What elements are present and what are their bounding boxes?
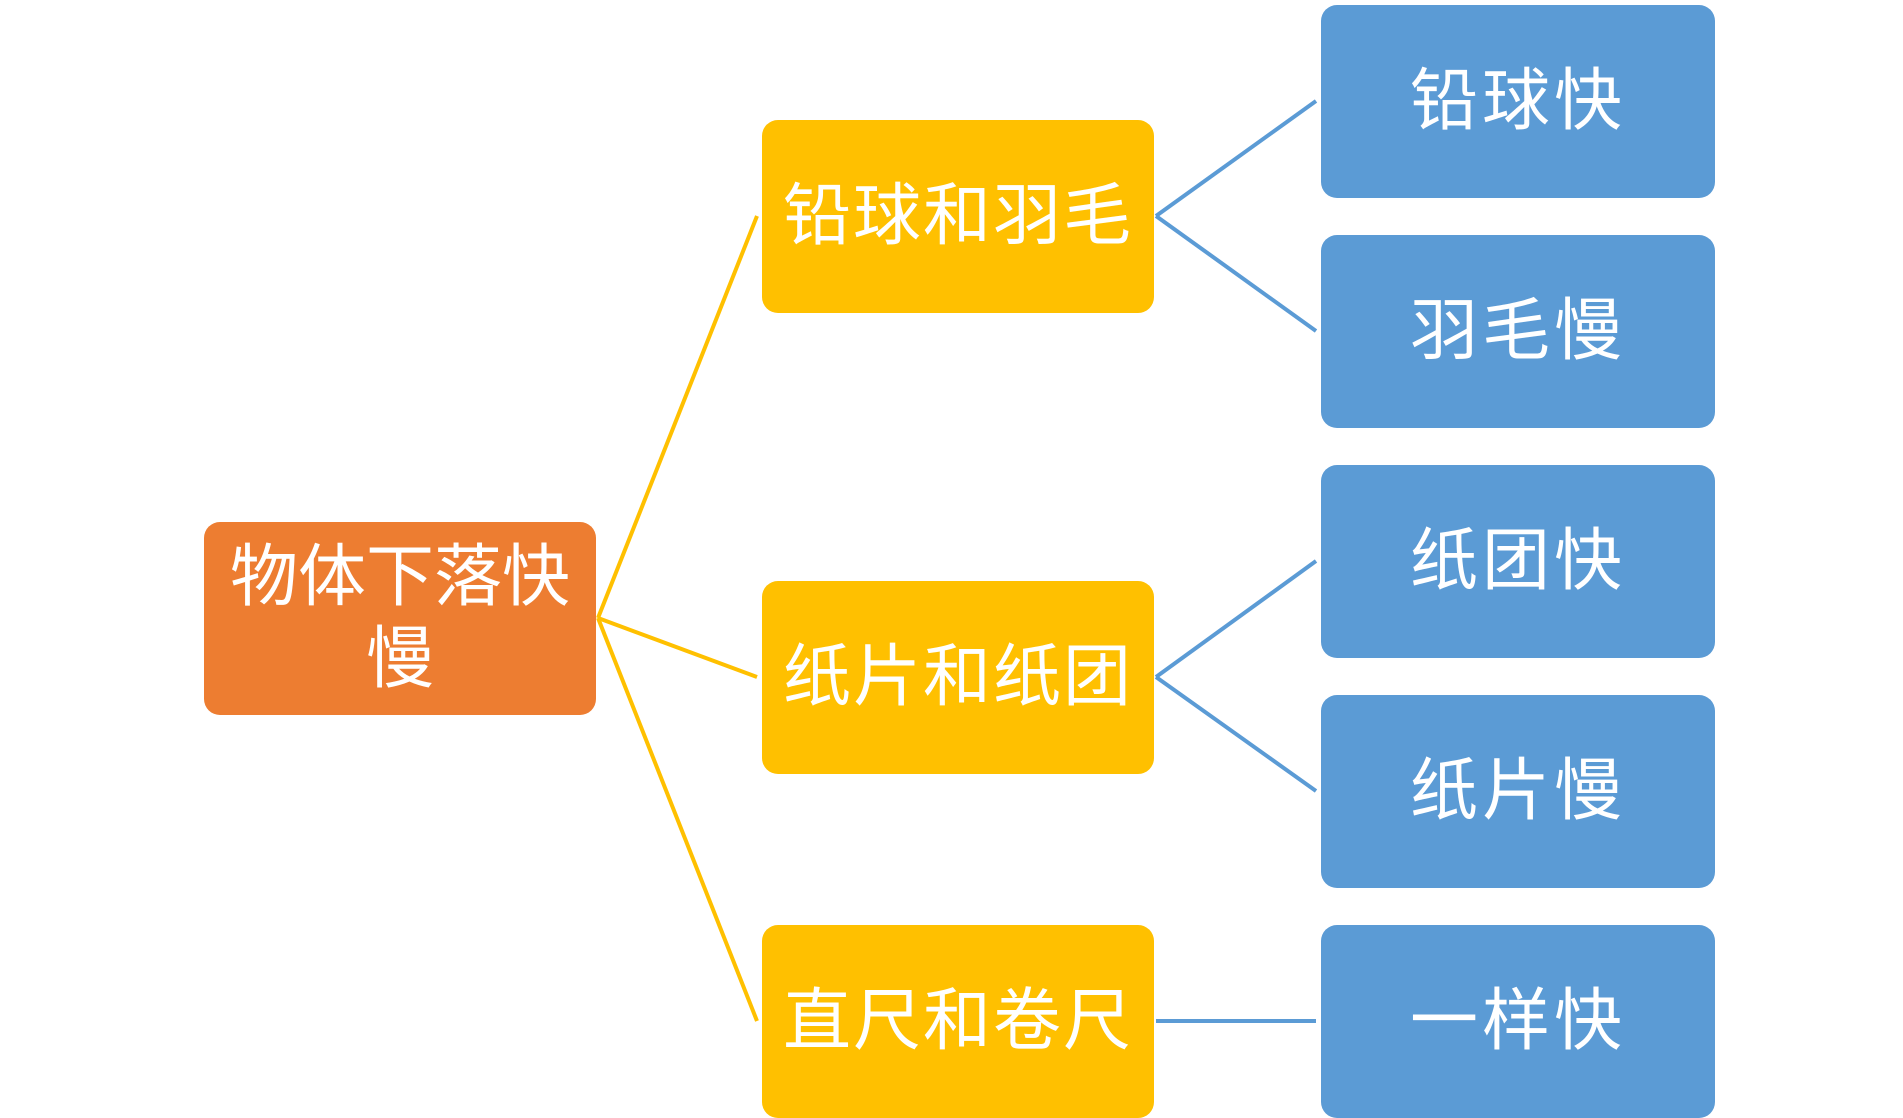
result-node-equally-fast: 一样快 (1321, 925, 1715, 1118)
branch-node-label: 直尺和卷尺 (782, 981, 1133, 1061)
branch-node-paper-sheet-ball: 纸片和纸团 (762, 581, 1154, 774)
connector-branch-2-to-leaf-3 (1154, 559, 1318, 679)
connector-root-to-branch-3 (596, 617, 759, 1022)
connector-branch-2-to-leaf-4 (1154, 675, 1318, 793)
result-node-feather-slow: 羽毛慢 (1321, 235, 1715, 428)
connector-root-to-branch-1 (596, 215, 759, 619)
result-node-label: 纸团快 (1409, 521, 1626, 601)
result-node-lead-ball-fast: 铅球快 (1321, 5, 1715, 198)
result-node-label: 一样快 (1409, 981, 1626, 1061)
connector-branch-1-to-leaf-1 (1154, 99, 1318, 218)
result-node-label: 羽毛慢 (1409, 291, 1626, 371)
result-node-paper-sheet-slow: 纸片慢 (1321, 695, 1715, 888)
root-node-label: 物体下落快慢 (229, 537, 570, 699)
root-node: 物体下落快慢 (204, 522, 596, 715)
result-node-label: 铅球快 (1409, 61, 1626, 141)
connector-branch-1-to-leaf-2 (1154, 214, 1318, 333)
branch-node-label: 铅球和羽毛 (782, 176, 1133, 256)
result-node-paper-ball-fast: 纸团快 (1321, 465, 1715, 658)
branch-node-label: 纸片和纸团 (782, 637, 1133, 717)
branch-node-ruler-tape: 直尺和卷尺 (762, 925, 1154, 1118)
result-node-label: 纸片慢 (1409, 751, 1626, 831)
branch-node-lead-ball-feather: 铅球和羽毛 (762, 120, 1154, 313)
connector-root-to-branch-2 (597, 616, 758, 679)
